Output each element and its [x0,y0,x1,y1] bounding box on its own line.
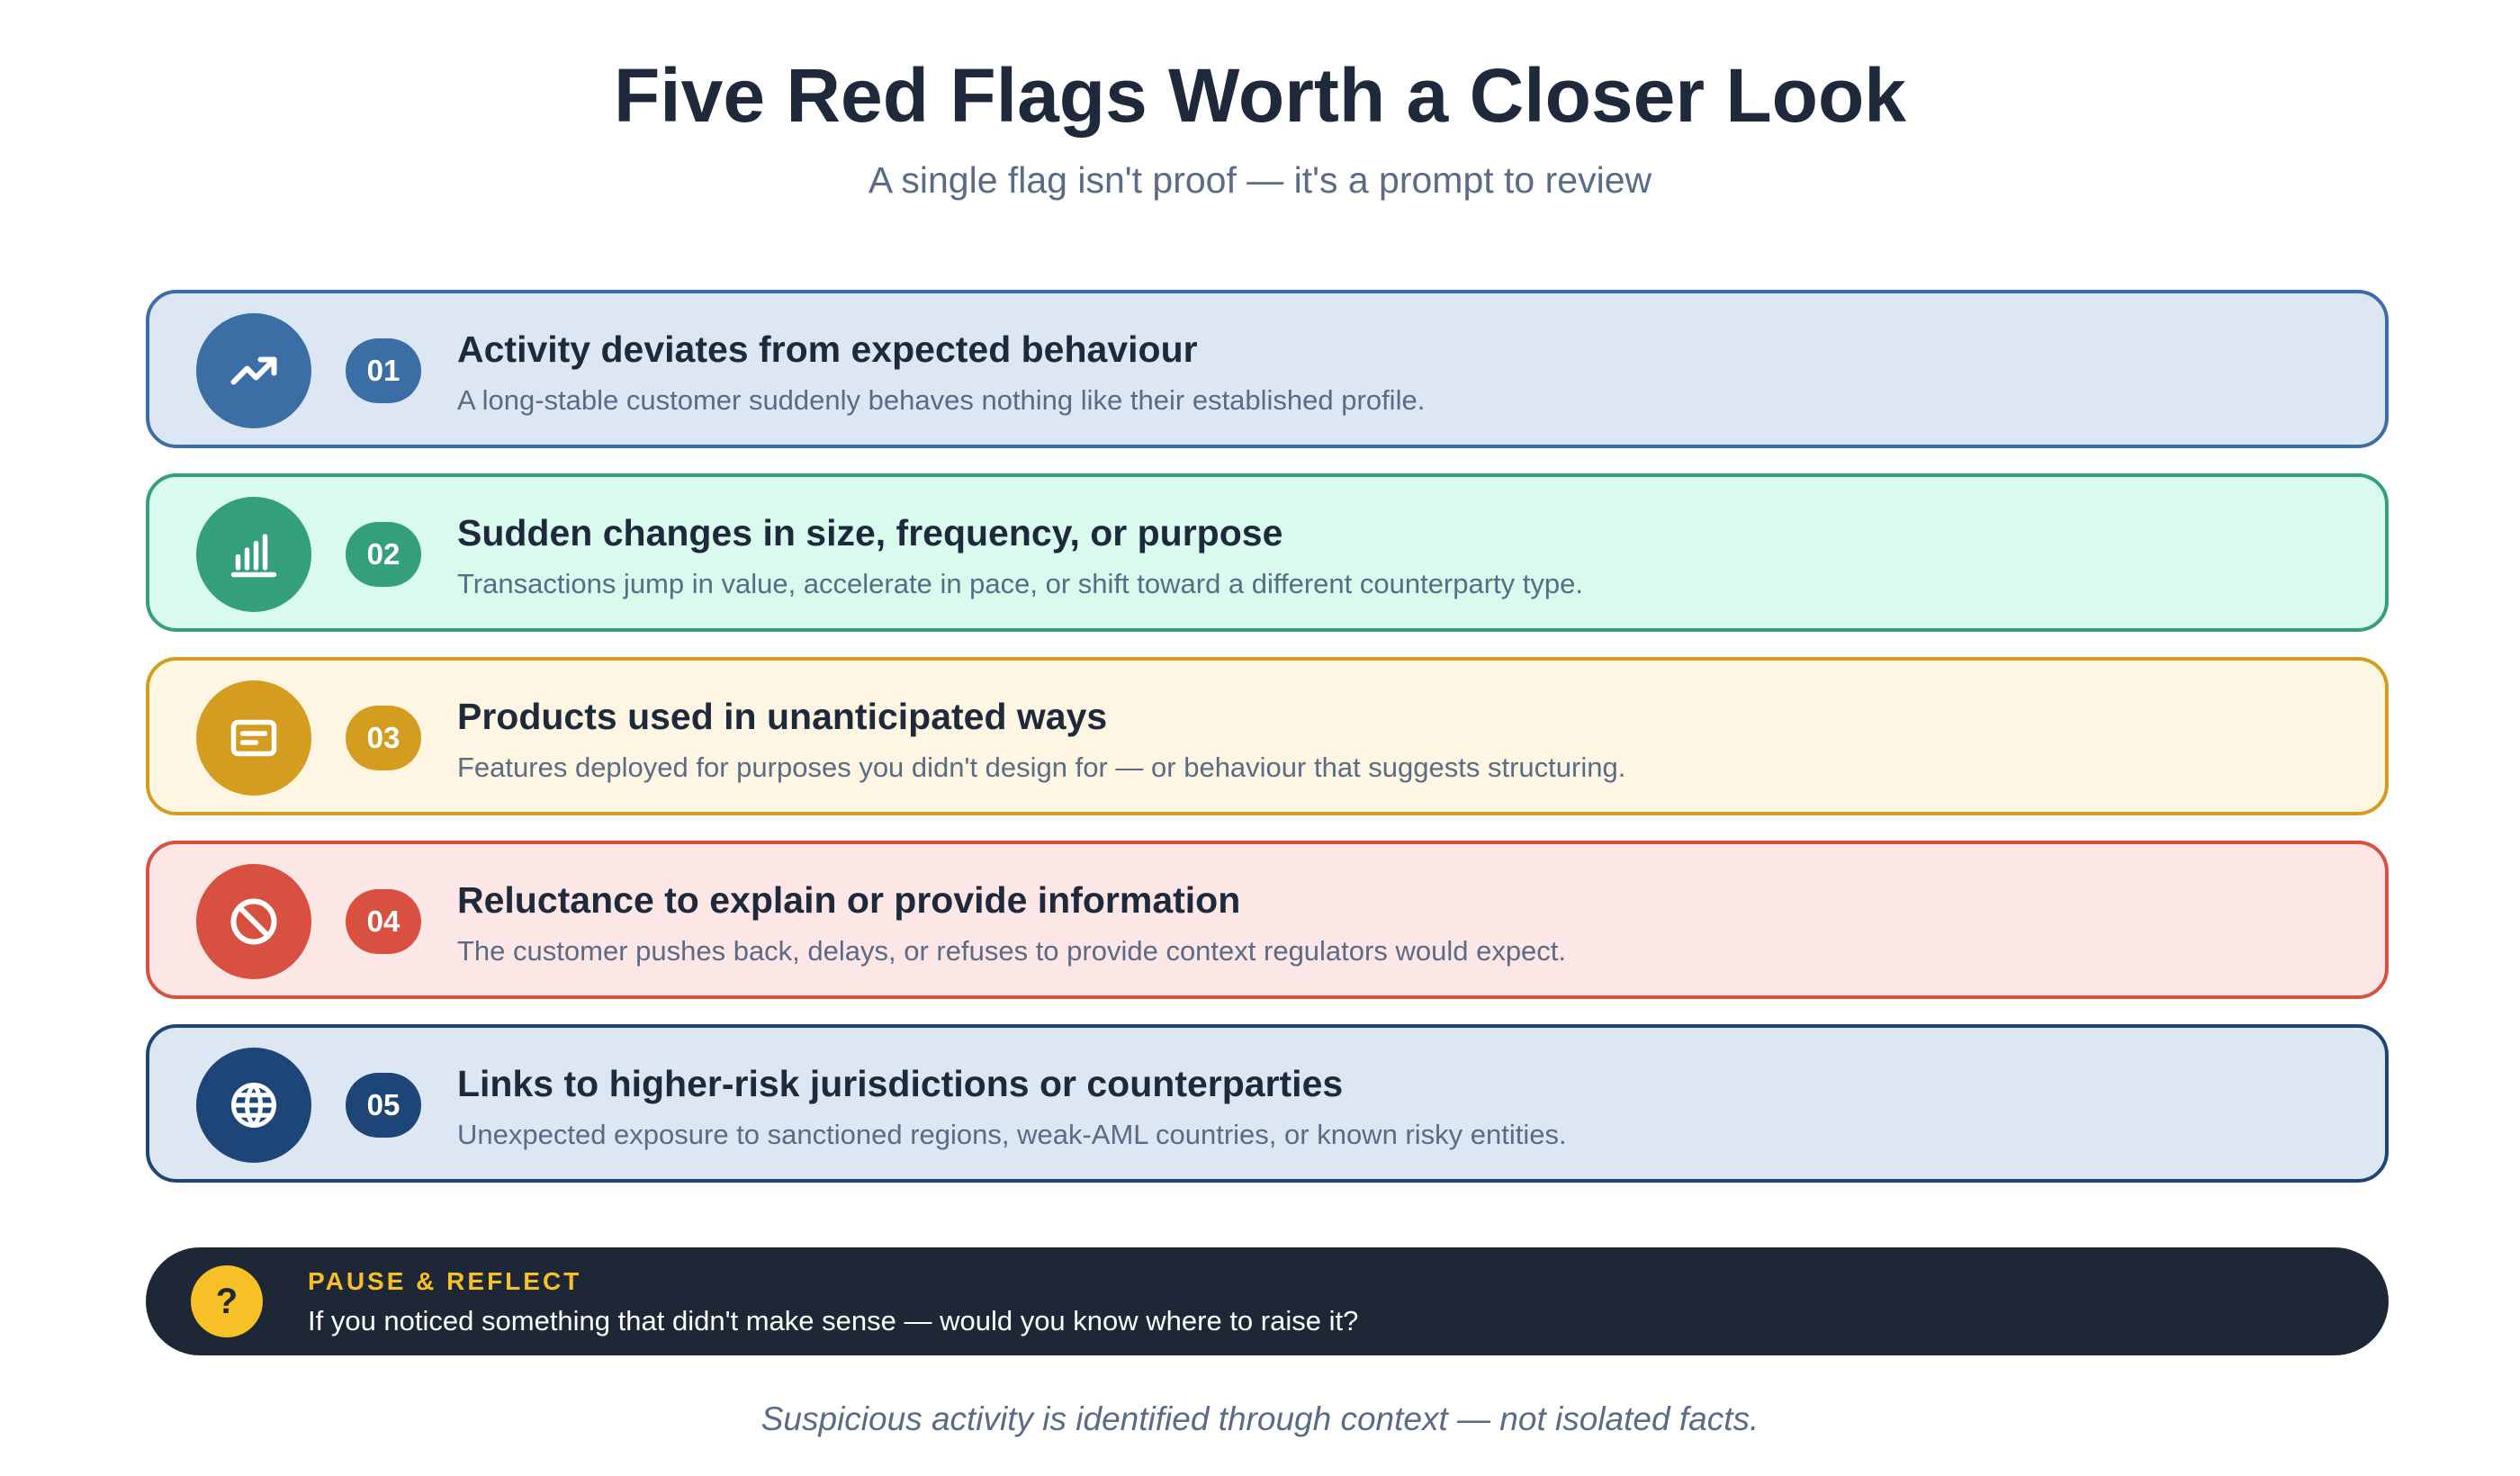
flag-card-01: 01 Activity deviates from expected behav… [146,290,2389,448]
footer-note: Suspicious activity is identified throug… [760,1400,1760,1437]
flag-description: Transactions jump in value, accelerate i… [457,568,1583,599]
trending-up-icon [196,313,311,428]
flag-description: Features deployed for purposes you didn'… [457,752,1626,783]
reflect-question: If you noticed something that didn't mak… [308,1305,1359,1336]
flag-title: Products used in unanticipated ways [457,696,1108,737]
flag-number-badge: 04 [346,889,421,954]
flag-card-03: 03 Products used in unanticipated ways F… [146,657,2389,815]
flag-card-05: 05 Links to higher-risk jurisdictions or… [146,1024,2389,1183]
flag-card-04: 04 Reluctance to explain or provide info… [146,841,2389,999]
reflect-label: PAUSE & REFLECT [308,1267,582,1295]
flag-number-badge: 01 [346,338,421,403]
flag-description: The customer pushes back, delays, or ref… [457,935,1567,967]
pause-reflect-banner: ? PAUSE & REFLECT If you noticed somethi… [146,1247,2389,1355]
flag-title: Reluctance to explain or provide informa… [457,879,1241,921]
flag-number-badge: 03 [346,706,421,770]
page-subtitle: A single flag isn't proof — it's a promp… [868,159,1652,201]
prohibited-icon [196,864,311,979]
flag-card-02: 02 Sudden changes in size, frequency, or… [146,473,2389,632]
flag-title: Sudden changes in size, frequency, or pu… [457,512,1283,554]
bar-chart-icon [196,497,311,612]
flag-number-badge: 05 [346,1073,421,1138]
flag-title: Activity deviates from expected behaviou… [457,328,1198,370]
card-icon [196,680,311,796]
question-icon: ? [191,1265,263,1337]
flag-number-badge: 02 [346,522,421,587]
flag-title: Links to higher-risk jurisdictions or co… [457,1063,1344,1104]
flag-description: A long-stable customer suddenly behaves … [457,384,1426,416]
page-title: Five Red Flags Worth a Closer Look [613,53,1907,138]
flag-description: Unexpected exposure to sanctioned region… [457,1119,1567,1150]
globe-icon [196,1048,311,1163]
